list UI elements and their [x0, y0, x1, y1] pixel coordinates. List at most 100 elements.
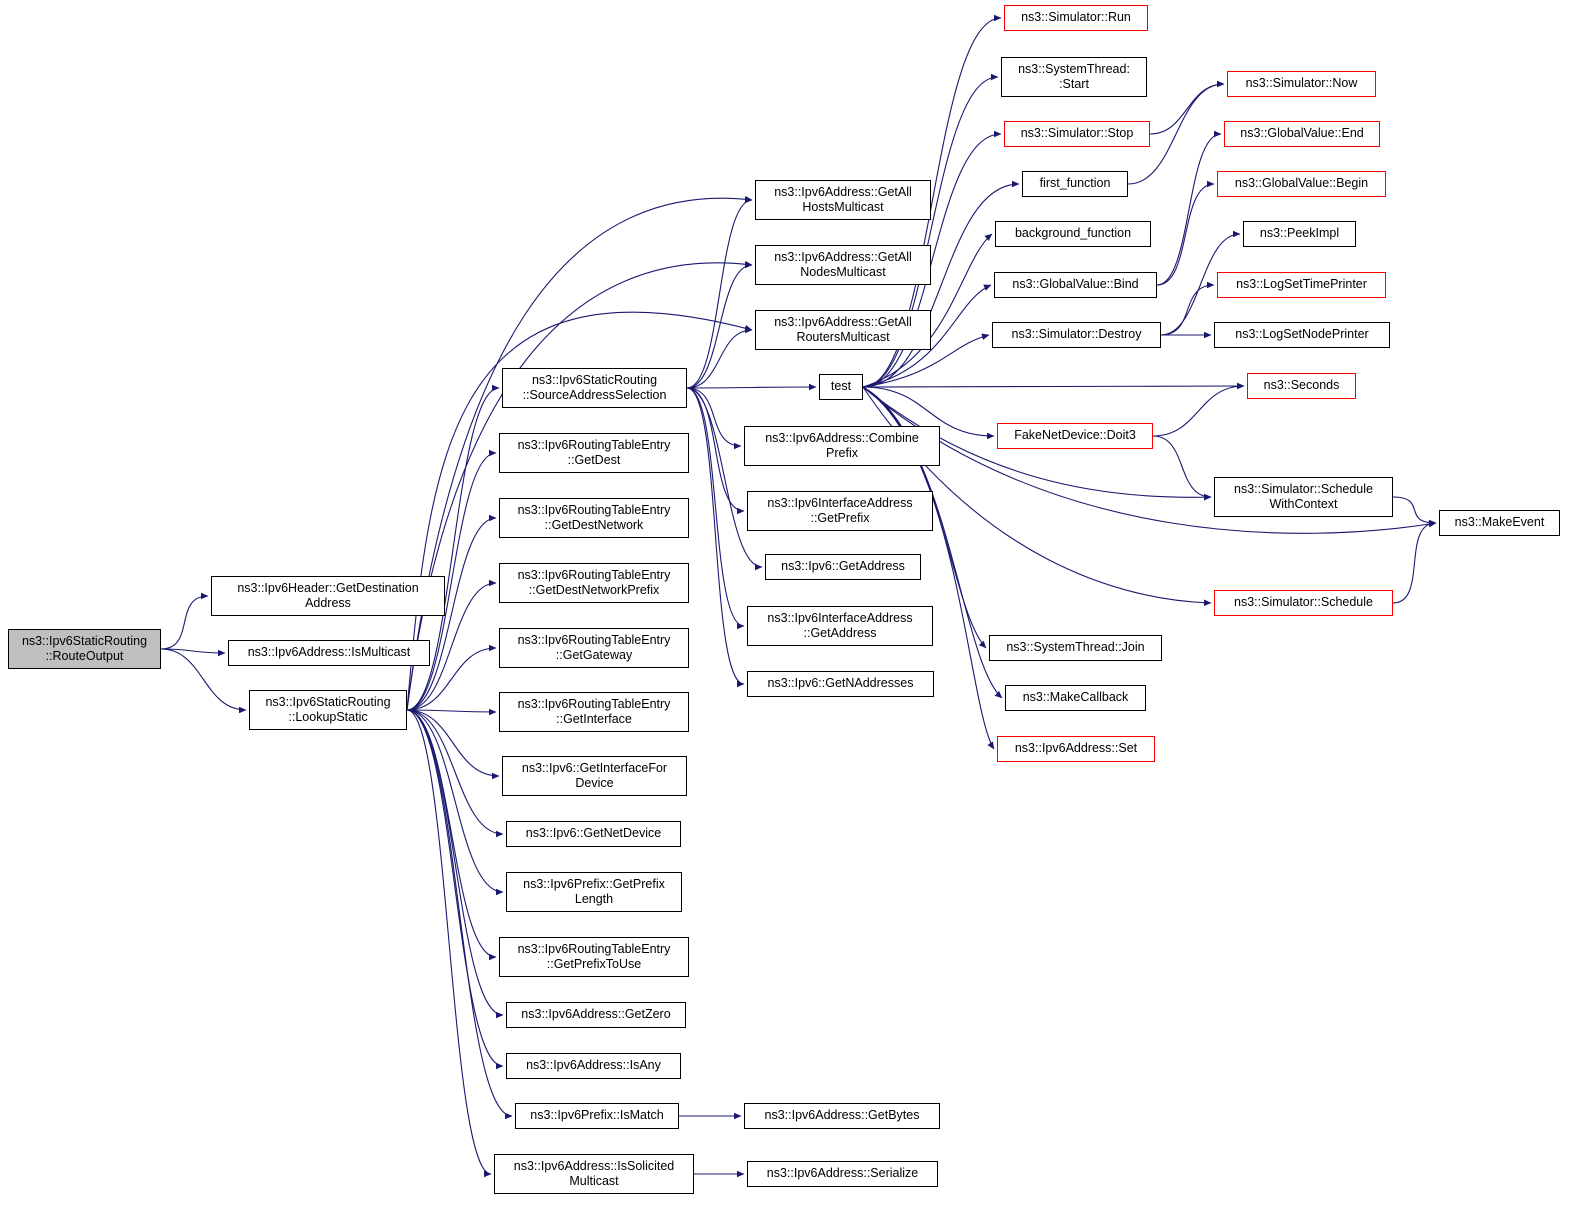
node-get_prefix_to_use[interactable]: ns3::Ipv6RoutingTableEntry::GetPrefixToU…	[499, 937, 689, 977]
edge-lookup_static--get_dest_network_prefix	[406, 579, 497, 711]
node-label: ns3::Simulator::Now	[1245, 76, 1358, 91]
node-iface_get_prefix[interactable]: ns3::Ipv6InterfaceAddress::GetPrefix	[747, 491, 933, 531]
node-now[interactable]: ns3::Simulator::Now	[1227, 71, 1376, 97]
node-label: background_function	[1014, 226, 1132, 241]
edge-doit3--schedule_with_context	[1152, 435, 1212, 501]
node-label: :Start	[1059, 77, 1089, 91]
node-destroy[interactable]: ns3::Simulator::Destroy	[992, 322, 1161, 348]
node-get_dest_network_prefix[interactable]: ns3::Ipv6RoutingTableEntry::GetDestNetwo…	[499, 563, 689, 603]
edge-test--start	[862, 73, 999, 388]
node-make_event[interactable]: ns3::MakeEvent	[1439, 510, 1560, 536]
node-label: ns3::SystemThread:	[1018, 61, 1130, 76]
node-label: ns3::Simulator::Run	[1021, 10, 1131, 25]
node-join[interactable]: ns3::SystemThread::Join	[989, 635, 1162, 661]
node-label: ::GetGateway	[555, 648, 633, 662]
node-label: ns3::Ipv6Address::GetAll	[774, 184, 912, 199]
node-background_function[interactable]: background_function	[995, 221, 1151, 247]
node-get_zero[interactable]: ns3::Ipv6Address::GetZero	[506, 1002, 686, 1028]
node-label: WithContext	[1269, 497, 1338, 511]
node-stop[interactable]: ns3::Simulator::Stop	[1004, 121, 1150, 147]
edge-lookup_static--get_net_device	[406, 709, 504, 838]
node-label: ns3::Ipv6::GetNAddresses	[767, 676, 914, 691]
node-ipv6_get_address[interactable]: ns3::Ipv6::GetAddress	[765, 554, 921, 580]
node-label: ns3::Ipv6::GetInterfaceFor	[521, 760, 668, 775]
node-end[interactable]: ns3::GlobalValue::End	[1224, 121, 1380, 147]
edge-lookup_static--source_address_selection	[406, 384, 500, 711]
node-label: ns3::Simulator::Schedule	[1234, 481, 1373, 496]
node-label: ns3::Ipv6RoutingTableEntry	[517, 567, 671, 582]
node-label: HostsMulticast	[802, 200, 884, 214]
node-label: ns3::Ipv6::GetNetDevice	[525, 826, 662, 841]
node-label: ns3::Simulator::Schedule	[1234, 595, 1373, 610]
node-lookup_static[interactable]: ns3::Ipv6StaticRouting::LookupStatic	[249, 690, 407, 730]
node-make_callback[interactable]: ns3::MakeCallback	[1005, 685, 1146, 711]
node-is_match[interactable]: ns3::Ipv6Prefix::IsMatch	[515, 1103, 679, 1129]
node-start[interactable]: ns3::SystemThread::Start	[1001, 57, 1147, 97]
edge-source_address_selection--iface_get_prefix	[686, 387, 745, 515]
node-get_interface[interactable]: ns3::Ipv6RoutingTableEntry::GetInterface	[499, 692, 689, 732]
node-get_bytes[interactable]: ns3::Ipv6Address::GetBytes	[744, 1103, 940, 1129]
edge-lookup_static--is_any	[406, 709, 504, 1070]
node-label: ::RouteOutput	[45, 649, 124, 663]
node-label: Address	[305, 596, 351, 610]
node-label: ns3::Ipv6::GetAddress	[781, 559, 905, 574]
node-iface_get_address[interactable]: ns3::Ipv6InterfaceAddress::GetAddress	[747, 606, 933, 646]
edge-lookup_static--is_match	[406, 709, 513, 1120]
node-test[interactable]: test	[819, 374, 863, 400]
node-get_dest[interactable]: ns3::Ipv6RoutingTableEntry::GetDest	[499, 433, 689, 473]
node-route_output: ns3::Ipv6StaticRouting::RouteOutput	[8, 629, 161, 669]
node-bind[interactable]: ns3::GlobalValue::Bind	[994, 272, 1157, 298]
node-label: ns3::Ipv6Address::Set	[1014, 741, 1138, 756]
node-label: ns3::Ipv6Address::GetAll	[774, 314, 912, 329]
node-label: FakeNetDevice::Doit3	[1014, 428, 1136, 443]
node-first_function[interactable]: first_function	[1022, 171, 1128, 197]
node-label: ns3::Simulator::Destroy	[1011, 327, 1142, 342]
node-source_address_selection[interactable]: ns3::Ipv6StaticRouting::SourceAddressSel…	[502, 368, 687, 408]
node-label: NodesMulticast	[800, 265, 886, 279]
edge-route_output--lookup_static	[160, 648, 247, 714]
node-get_net_device[interactable]: ns3::Ipv6::GetNetDevice	[506, 821, 681, 847]
node-log_set_node_printer[interactable]: ns3::LogSetNodePrinter	[1214, 322, 1390, 348]
node-get_dest_network[interactable]: ns3::Ipv6RoutingTableEntry::GetDestNetwo…	[499, 498, 689, 538]
node-label: ::GetAddress	[803, 626, 877, 640]
node-begin[interactable]: ns3::GlobalValue::Begin	[1217, 171, 1386, 197]
node-peek_impl[interactable]: ns3::PeekImpl	[1243, 221, 1356, 247]
node-serialize[interactable]: ns3::Ipv6Address::Serialize	[747, 1161, 938, 1187]
edge-source_address_selection--test	[686, 383, 817, 391]
node-label: ns3::Ipv6Address::IsAny	[526, 1058, 661, 1073]
node-label: ns3::Ipv6Header::GetDestination	[237, 580, 419, 595]
node-seconds[interactable]: ns3::Seconds	[1247, 373, 1356, 399]
node-run[interactable]: ns3::Simulator::Run	[1004, 5, 1148, 31]
node-label: ::SourceAddressSelection	[522, 388, 667, 402]
node-get_n_addresses[interactable]: ns3::Ipv6::GetNAddresses	[747, 671, 934, 697]
edge-test--stop	[862, 130, 1002, 388]
node-label: ns3::LogSetNodePrinter	[1235, 327, 1369, 342]
node-schedule[interactable]: ns3::Simulator::Schedule	[1214, 590, 1393, 616]
node-label: RoutersMulticast	[796, 330, 890, 344]
node-label: ns3::Simulator::Stop	[1020, 126, 1134, 141]
node-label: test	[830, 379, 852, 394]
node-label: Multicast	[569, 1174, 619, 1188]
node-get_gateway[interactable]: ns3::Ipv6RoutingTableEntry::GetGateway	[499, 628, 689, 668]
node-label: ns3::Ipv6Address::IsMulticast	[247, 645, 411, 660]
edge-source_address_selection--ipv6_get_address	[686, 387, 763, 571]
node-is_any[interactable]: ns3::Ipv6Address::IsAny	[506, 1053, 681, 1079]
node-doit3[interactable]: FakeNetDevice::Doit3	[997, 423, 1153, 449]
node-log_set_time_printer[interactable]: ns3::LogSetTimePrinter	[1217, 272, 1386, 298]
node-set[interactable]: ns3::Ipv6Address::Set	[997, 736, 1155, 762]
edge-test--destroy	[862, 333, 990, 388]
node-is_multicast[interactable]: ns3::Ipv6Address::IsMulticast	[228, 640, 430, 666]
edge-route_output--get_destination_address	[160, 592, 209, 650]
node-label: ns3::GlobalValue::Begin	[1234, 176, 1369, 191]
edge-lookup_static--get_prefix_to_use	[406, 709, 497, 961]
